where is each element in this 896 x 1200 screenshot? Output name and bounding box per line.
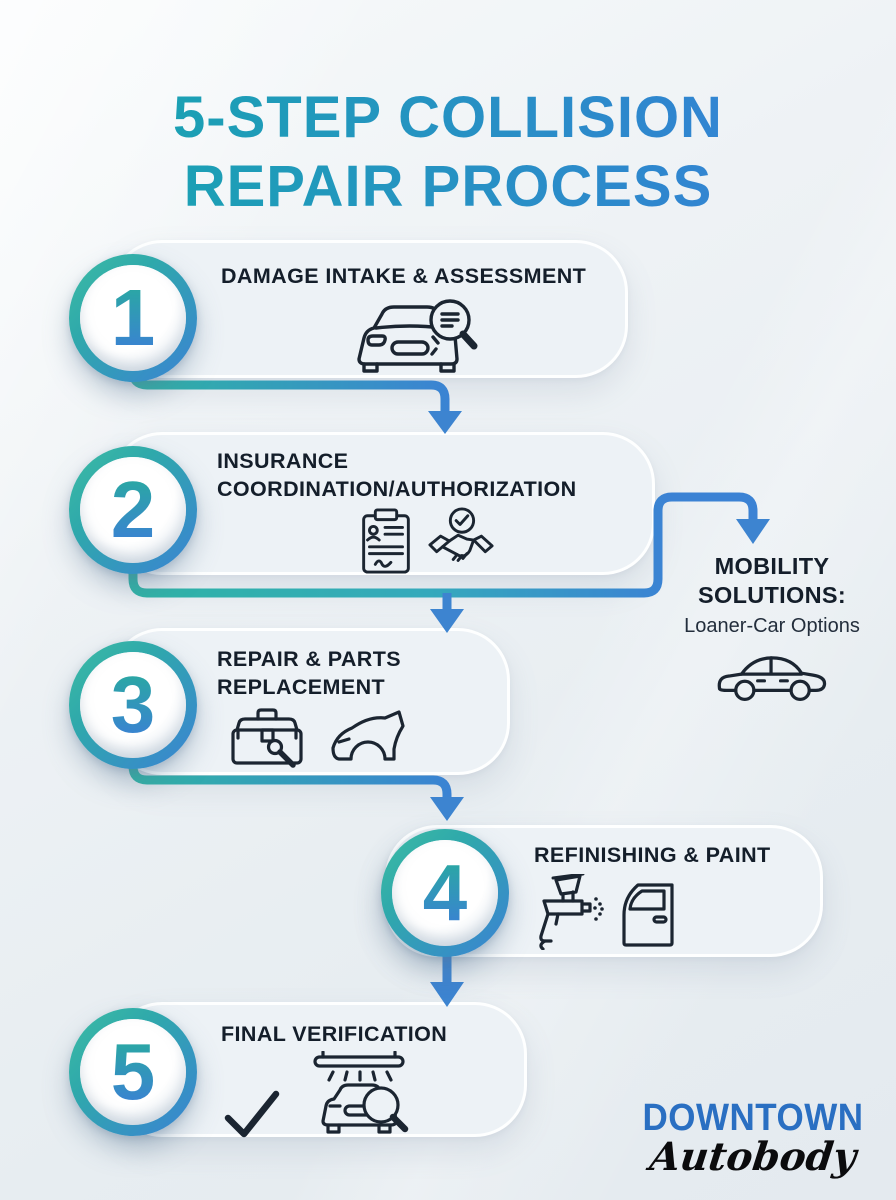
step-2-title-line-1: INSURANCE (217, 449, 349, 473)
brand-logo-name: DOWNTOWN (642, 1096, 864, 1139)
car-door-icon (616, 875, 680, 949)
step-4-title-line-1: REFINISHING & PAINT (534, 843, 771, 867)
step-3-title: REPAIR & PARTS REPLACEMENT (217, 646, 493, 702)
step-3-title-line-2: REPLACEMENT (217, 674, 386, 699)
step-1-title: DAMAGE INTAKE & ASSESSMENT (221, 263, 607, 291)
step-5-title: FINAL VERIFICATION (221, 1021, 510, 1049)
step-1-title-line-1: DAMAGE INTAKE & ASSESSMENT (221, 264, 587, 288)
mobility-title-line-1: MOBILITY (714, 553, 830, 579)
step-4-title: REFINISHING & PAINT (534, 842, 806, 870)
mobility-title-line-2: SOLUTIONS: (698, 582, 846, 609)
step-badge-1: 1 (69, 254, 197, 382)
loaner-car-icon (652, 646, 892, 708)
mobility-subtitle: Loaner-Car Options (684, 614, 860, 637)
step-2-title: INSURANCE COORDINATION/AUTHORIZATION (217, 448, 638, 504)
brand-logo-sub: Autobody (647, 1134, 859, 1180)
step-5-title-line-1: FINAL VERIFICATION (221, 1022, 448, 1046)
brand-logo: DOWNTOWN Autobody (622, 1096, 884, 1180)
step-badge-3: 3 (69, 641, 197, 769)
page-title-line-2: REPAIR PROCESS (0, 152, 896, 222)
spray-gun-icon (534, 873, 606, 950)
step-5-number: 5 (110, 1027, 156, 1116)
arrowhead-step2 (428, 411, 462, 434)
arrowhead-step4 (430, 797, 464, 821)
step-2-number: 2 (110, 465, 156, 554)
claim-clipboard-icon (360, 507, 412, 575)
handshake-approved-icon (426, 507, 496, 575)
checkmark-icon (221, 1085, 283, 1143)
step-badge-4: 4 (381, 829, 509, 957)
page-title: 5-STEP COLLISION REPAIR PROCESS (0, 83, 896, 222)
arrowhead-mobility (736, 519, 770, 544)
page-title-line-1: 5-STEP COLLISION (0, 83, 896, 153)
step-3-title-line-1: REPAIR & PARTS (217, 647, 401, 671)
step-2-title-line-2: COORDINATION/AUTHORIZATION (217, 476, 577, 501)
step-1-number: 1 (110, 273, 156, 362)
mobility-callout: MOBILITY SOLUTIONS: Loaner-Car Options (652, 552, 892, 708)
car-damage-magnifier-icon (347, 293, 481, 377)
toolbox-wrench-icon (229, 707, 307, 771)
step-badge-2: 2 (69, 446, 197, 574)
step-badge-5: 5 (69, 1008, 197, 1136)
step-4-number: 4 (422, 848, 468, 937)
step-3-number: 3 (110, 660, 156, 749)
car-inspection-lamp-magnifier-icon (307, 1050, 411, 1143)
fender-part-icon (329, 708, 411, 770)
